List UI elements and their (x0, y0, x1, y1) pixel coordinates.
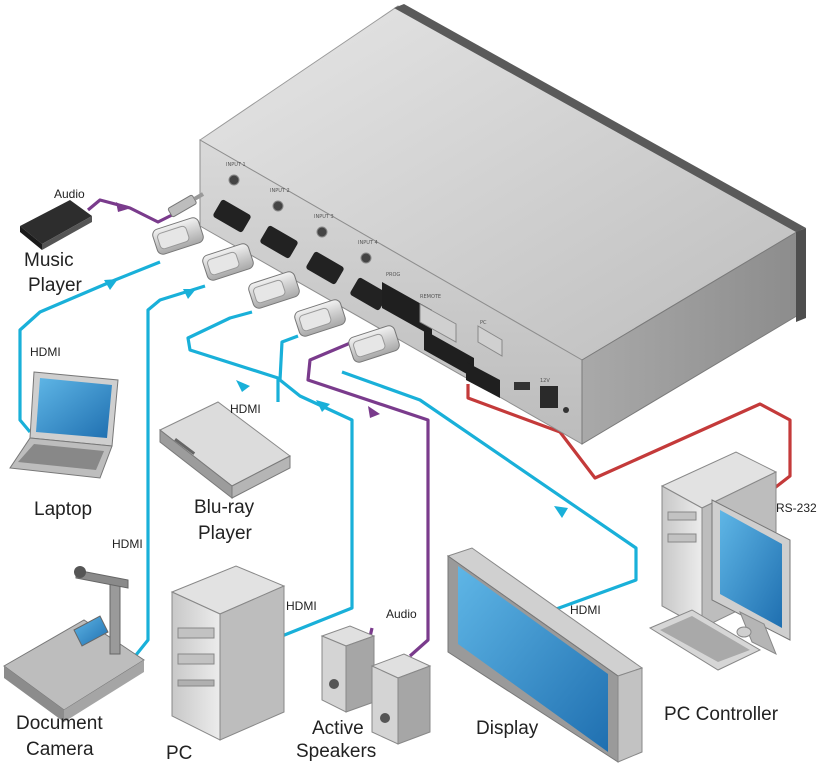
usb-port (514, 382, 530, 390)
svg-text:REMOTE: REMOTE (420, 294, 441, 300)
bluray-label-line2: Player (198, 523, 253, 544)
arrow-icon (104, 279, 118, 290)
hdmi-display-cable-label: HDMI (570, 603, 601, 617)
speakers-label-line2: Speakers (296, 741, 376, 762)
labels: Music Player Laptop Blu-ray Player Docum… (16, 187, 817, 764)
document-camera-label: Document Camera (16, 713, 108, 760)
doc-camera-label-line1: Document (16, 713, 103, 734)
terminal-blocks (382, 282, 503, 398)
hdmi-cable-display (341, 370, 638, 614)
doc-camera-label-line2: Camera (26, 739, 94, 760)
hdmi-cable-pc (278, 334, 354, 638)
rs232-cable-label: RS-232 (776, 501, 817, 515)
hdmi-cable-bluray (186, 310, 280, 402)
speakers-label-line1: Active (312, 718, 364, 739)
power-connector (540, 386, 558, 408)
active-speakers-label: Active Speakers (296, 718, 376, 762)
music-player-icon (20, 200, 92, 250)
arrow-icon (236, 380, 250, 392)
arrow-icon (316, 400, 330, 412)
svg-text:INPUT 4: INPUT 4 (358, 240, 378, 246)
switcher-unit: INPUT 1 INPUT 2 INPUT 3 INPUT 4 PROG REM… (199, 4, 806, 445)
svg-text:PROG: PROG (386, 272, 400, 278)
bluray-player-icon (159, 401, 291, 500)
laptop-label: Laptop (34, 499, 92, 520)
svg-text:PC: PC (480, 320, 487, 326)
display-icon (446, 547, 644, 763)
hdmi-bluray-cable-label: HDMI (230, 402, 261, 416)
hdmi-laptop-cable-label: HDMI (30, 345, 61, 359)
arrow-icon (116, 202, 128, 212)
audio-music-cable-label: Audio (54, 187, 85, 201)
music-player-label-line2: Player (28, 275, 83, 296)
laptop-icon (9, 371, 119, 479)
arrow-icon (183, 289, 196, 299)
arrow-icon (368, 406, 380, 418)
hdmi-ports (213, 199, 388, 311)
bluray-label-line1: Blu-ray (194, 497, 255, 518)
pc-label: PC (166, 743, 192, 764)
svg-text:INPUT 1: INPUT 1 (226, 162, 246, 168)
hdmi-plugs (152, 192, 400, 363)
svg-text:INPUT 2: INPUT 2 (270, 188, 290, 194)
pc-controller-icon (648, 451, 791, 671)
svg-text:INPUT 3: INPUT 3 (314, 214, 334, 220)
hdmi-pc-cable-label: HDMI (286, 599, 317, 613)
audio-cable-music-player (86, 198, 179, 224)
pc-controller-label: PC Controller (664, 704, 779, 725)
arrow-icon (554, 506, 568, 518)
hdmi-cable-laptop (18, 260, 161, 434)
music-player-label: Music Player (24, 250, 83, 296)
display-label: Display (476, 718, 539, 739)
audio-jacks (228, 174, 372, 264)
rs232-cable (466, 384, 792, 492)
document-camera-icon (3, 566, 145, 722)
bluray-player-label: Blu-ray Player (194, 497, 259, 544)
active-speakers-icon (320, 625, 432, 745)
audio-cable-speakers (306, 320, 430, 658)
music-player-label-line1: Music (24, 250, 74, 271)
pc-tower-icon (170, 565, 286, 741)
hdmi-doccam-cable-label: HDMI (112, 537, 143, 551)
hdmi-cable-doc-camera (130, 284, 206, 661)
audio-speakers-cable-label: Audio (386, 607, 417, 621)
svg-text:12V: 12V (540, 378, 550, 384)
